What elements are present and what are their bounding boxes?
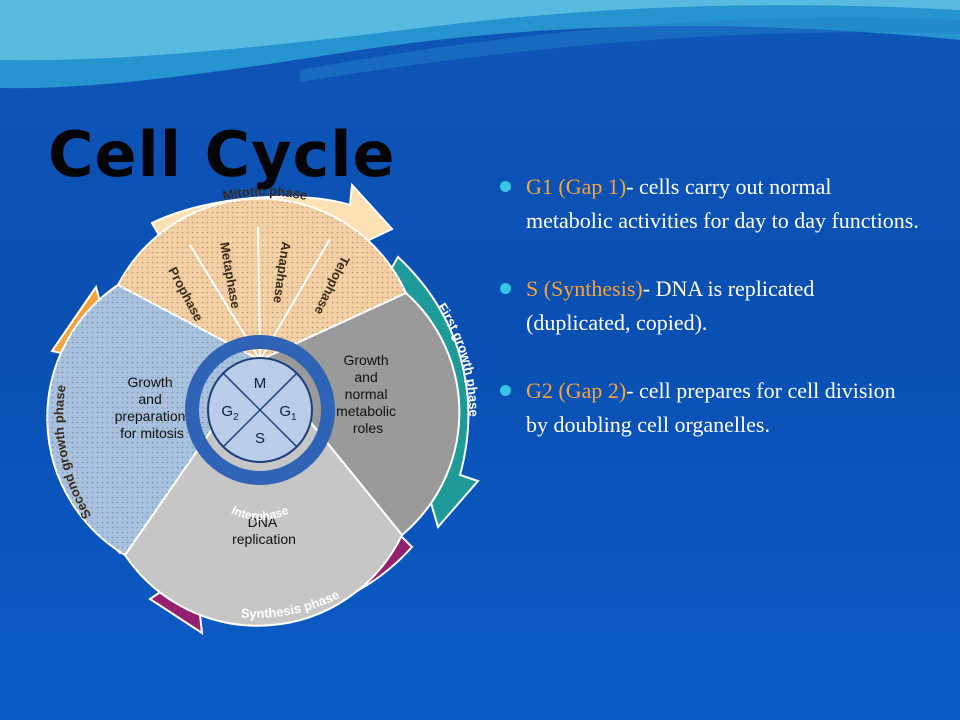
center-s: S	[255, 430, 265, 447]
bullet-g2: G2 (Gap 2)- cell prepares for cell divis…	[500, 374, 920, 442]
center-g2-subscript: 2	[233, 412, 239, 423]
interphase-center: M S G2 G1 Interphase	[185, 335, 335, 523]
interphase-label: Interphase	[229, 503, 290, 523]
bullet-dot-icon	[500, 181, 511, 192]
mitotic-phase-label-path: Mitotic phase	[221, 184, 308, 203]
g2-label-line: Growth	[127, 374, 172, 390]
core-letters: M S G2 G1	[221, 375, 297, 447]
cell-cycle-diagram: Prophase Metaphase Anaphase Telophase Gr…	[46, 182, 481, 635]
bullet-term: S (Synthesis)	[526, 276, 643, 301]
g2-dot-overlay	[47, 285, 261, 555]
bullet-text: - cell prepares for cell division by dou…	[526, 378, 896, 437]
bullet-list: G1 (Gap 1)- cells carry out normal metab…	[500, 170, 920, 476]
g1-label-line: normal	[345, 386, 388, 402]
g1-label: Growth and normal metabolic roles	[336, 352, 400, 436]
s-label: DNA replication	[232, 514, 296, 547]
g1-label-line: metabolic	[336, 403, 396, 419]
g1-label-line: Growth	[343, 352, 388, 368]
bullet-term: G1 (Gap 1)	[526, 174, 627, 199]
bullet-dot-icon	[500, 385, 511, 396]
s-label-line: replication	[232, 531, 296, 547]
g2-label-line: and	[138, 391, 161, 407]
core-divider	[222, 372, 298, 448]
center-g1: G1	[279, 403, 297, 423]
bullet-g1: G1 (Gap 1)- cells carry out normal metab…	[500, 170, 920, 238]
slide-title: Cell Cycle	[48, 118, 396, 191]
bullet-s: S (Synthesis)- DNA is replicated (duplic…	[500, 272, 920, 340]
bullet-text: - cells carry out normal metabolic activ…	[526, 174, 919, 233]
center-g1-letter: G	[279, 403, 291, 420]
interphase-label-path: Interphase	[229, 503, 290, 523]
g1-label-line: roles	[353, 420, 383, 436]
interphase-ring	[185, 335, 335, 485]
center-m: M	[254, 375, 267, 392]
g2-label-line: preparation	[115, 408, 186, 424]
center-g2: G2	[221, 403, 239, 423]
s-sector	[123, 358, 404, 627]
s-label-line: DNA	[248, 514, 278, 530]
g2-label: Growth and preparation for mitosis	[115, 374, 190, 441]
g1-sector	[258, 291, 461, 537]
g2-label-line: for mitosis	[120, 425, 184, 441]
cycle-sectors	[46, 197, 461, 627]
bullet-term: G2 (Gap 2)	[526, 378, 627, 403]
g1-label-line: and	[354, 369, 377, 385]
sector-labels: Growth and normal metabolic roles DNA re…	[115, 352, 400, 547]
mitotic-phase-label: Mitotic phase	[221, 184, 308, 203]
bullet-text: - DNA is replicated (duplicated, copied)…	[526, 276, 815, 335]
bullet-dot-icon	[500, 283, 511, 294]
mitosis-dot-overlay	[118, 198, 406, 360]
center-g2-letter: G	[221, 403, 233, 420]
center-g1-subscript: 1	[291, 412, 297, 423]
